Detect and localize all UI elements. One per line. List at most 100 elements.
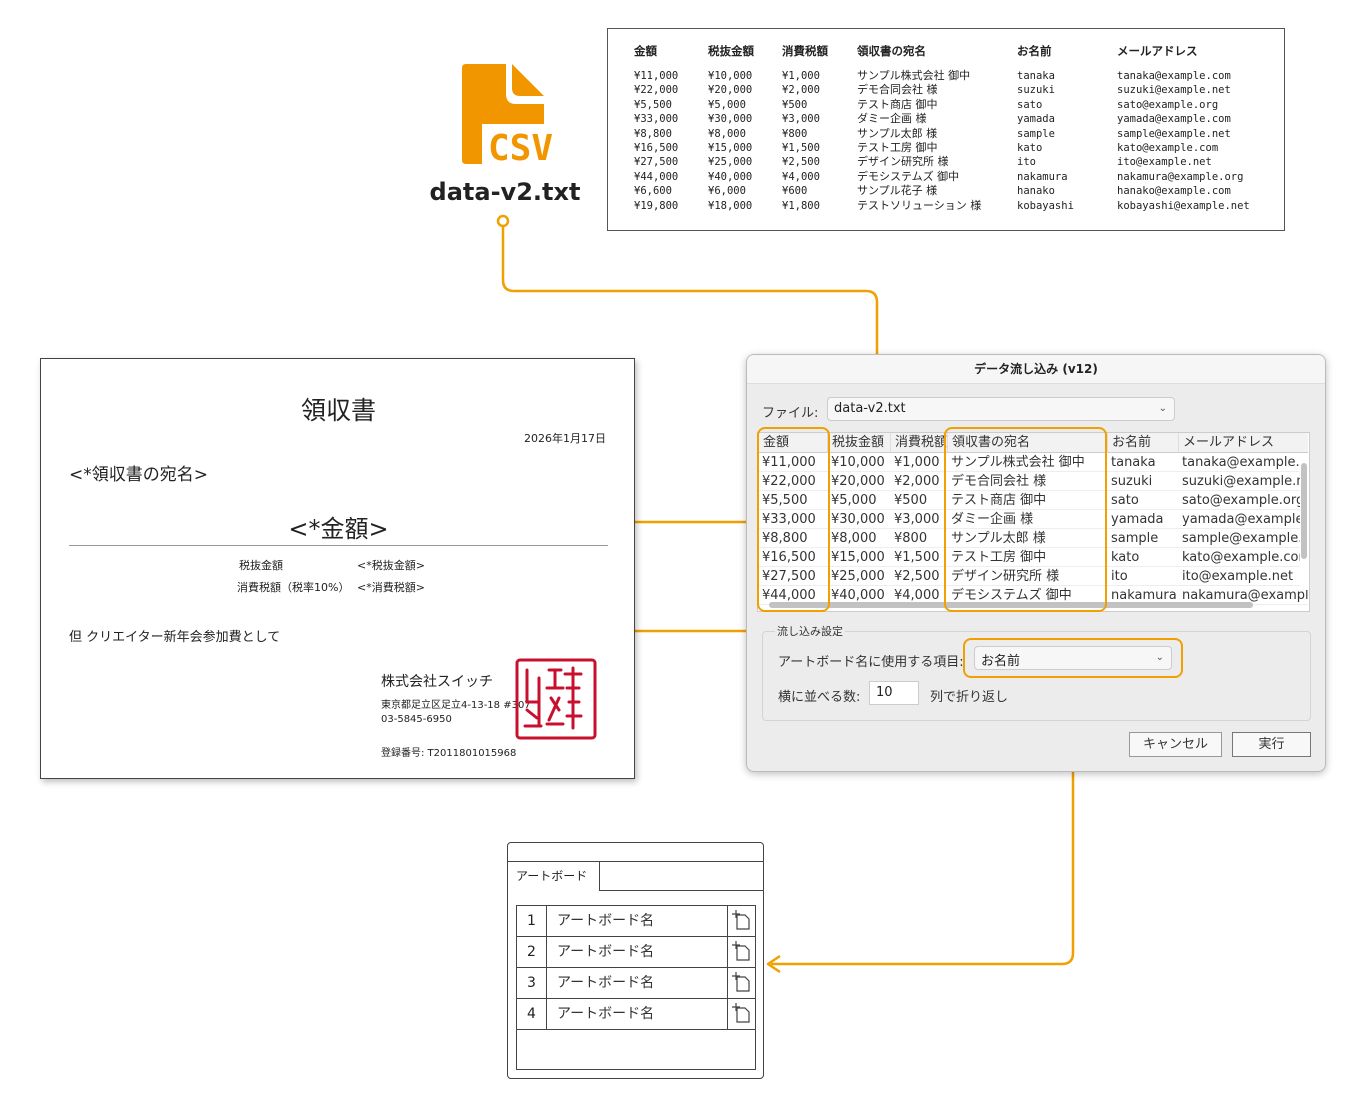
- grid-header-cell[interactable]: 領収書の宛名: [947, 433, 1107, 453]
- grid-header-cell[interactable]: お名前: [1107, 433, 1178, 453]
- csv-cell: kato@example.com: [1117, 142, 1219, 155]
- csv-cell: nakamura: [1017, 170, 1068, 183]
- grid-cell: サンプル株式会社 御中: [947, 453, 1107, 472]
- receipt-title: 領収書: [300, 396, 376, 425]
- grid-cell: sato@example.org: [1178, 491, 1308, 510]
- scrollbar-thumb[interactable]: [1301, 463, 1307, 559]
- csv-cell: ダミー企画 様: [857, 112, 927, 126]
- grid-cell: ¥3,000: [890, 510, 947, 529]
- grid-cell: sample@example.net: [1178, 529, 1308, 548]
- grid-cell: yamada@example.com: [1178, 510, 1308, 529]
- grid-cell: sample: [1107, 529, 1178, 548]
- csv-cell: tanaka: [1017, 70, 1055, 82]
- artboard-name-field-select[interactable]: お名前 ⌄: [974, 646, 1172, 670]
- csv-cell: sample: [1017, 127, 1055, 140]
- data-preview-grid[interactable]: 金額¥11,000¥22,000¥5,500¥33,000¥8,800¥16,5…: [757, 432, 1310, 612]
- csv-cell: sample@example.net: [1117, 127, 1231, 140]
- artboard-field-label: アートボード名に使用する項目:: [778, 655, 964, 670]
- receipt-date: 2026年1月17日: [524, 432, 606, 445]
- scrollbar-thumb[interactable]: [769, 602, 1253, 608]
- cancel-button[interactable]: キャンセル: [1129, 732, 1222, 757]
- csv-cell: ¥44,000: [634, 170, 679, 183]
- csv-cell: ¥4,000: [782, 170, 820, 183]
- csv-cell: テストソリューション 様: [857, 198, 982, 212]
- csv-cell: kobayashi: [1017, 199, 1074, 212]
- grid-cell: ¥16,500: [758, 548, 827, 567]
- file-select[interactable]: data-v2.txt ⌄: [827, 397, 1175, 421]
- artboard-name: アートボード名: [557, 975, 655, 991]
- panel-header-line: [508, 861, 763, 862]
- grid-cell: ¥15,000: [827, 548, 890, 567]
- grid-cell: suzuki: [1107, 472, 1178, 491]
- csv-cell: ¥6,600: [634, 185, 672, 198]
- grid-header-cell[interactable]: 消費税額: [890, 433, 947, 453]
- artboard-name: アートボード名: [557, 1006, 655, 1022]
- receipt-tax-excluded-placeholder: <*税抜金額>: [357, 559, 425, 572]
- grid-cell: テスト工房 御中: [947, 548, 1107, 567]
- file-select-value: data-v2.txt: [834, 401, 906, 416]
- panel-tab-line: [600, 890, 763, 891]
- grid-cell: ¥20,000: [827, 472, 890, 491]
- csv-cell: ¥600: [782, 185, 808, 198]
- artboard-options-icon[interactable]: [727, 968, 755, 998]
- grid-cell: ¥27,500: [758, 567, 827, 586]
- csv-cell: tanaka@example.com: [1117, 70, 1231, 82]
- company-seal-stamp: [515, 658, 597, 740]
- csv-cell: ¥1,000: [782, 70, 820, 82]
- csv-cell: yamada@example.com: [1117, 113, 1231, 126]
- csv-cell: ¥18,000: [708, 199, 753, 212]
- csv-cell: ¥16,500: [634, 142, 679, 155]
- grid-header-cell[interactable]: 金額: [758, 433, 827, 453]
- columns-input[interactable]: 10: [869, 681, 919, 705]
- csv-cell: ¥2,500: [782, 156, 820, 169]
- settings-legend: 流し込み設定: [775, 623, 845, 639]
- csv-cell: ¥15,000: [708, 142, 753, 155]
- grid-cell: ¥33,000: [758, 510, 827, 529]
- grid-header-cell[interactable]: 税抜金額: [827, 433, 890, 453]
- artboard-options-icon[interactable]: [727, 906, 755, 936]
- tab-artboard[interactable]: アートボード: [508, 861, 600, 891]
- grid-cell: サンプル太郎 様: [947, 529, 1107, 548]
- csv-header-cell: 金額: [634, 44, 657, 58]
- columns-suffix: 列で折り返し: [930, 690, 1009, 705]
- run-button[interactable]: 実行: [1232, 732, 1311, 757]
- columns-label: 横に並べる数:: [778, 690, 861, 705]
- artboard-options-icon[interactable]: [727, 937, 755, 967]
- csv-cell: ¥1,800: [782, 199, 820, 212]
- artboard-select-value: お名前: [981, 654, 1021, 669]
- receipt-phone: 03-5845-6950: [381, 714, 452, 725]
- grid-cell: ¥500: [890, 491, 947, 510]
- csv-cell: hanako@example.com: [1117, 185, 1231, 198]
- grid-header-cell[interactable]: メールアドレス: [1178, 433, 1308, 453]
- csv-cell: ¥40,000: [708, 170, 753, 183]
- csv-cell: ¥33,000: [634, 113, 679, 126]
- grid-horizontal-scrollbar[interactable]: [761, 601, 1298, 609]
- grid-cell: ¥10,000: [827, 453, 890, 472]
- csv-cell: ¥22,000: [634, 84, 679, 97]
- csv-cell: kato: [1017, 142, 1043, 155]
- grid-cell: ダミー企画 様: [947, 510, 1107, 529]
- csv-cell: ito@example.net: [1117, 156, 1212, 169]
- grid-cell: kato@example.com: [1178, 548, 1308, 567]
- grid-vertical-scrollbar[interactable]: [1300, 455, 1308, 590]
- csv-cell: yamada: [1017, 113, 1055, 126]
- connector-csv-to-dialog: [501, 226, 879, 392]
- csv-cell: デモ合同会社 様: [857, 83, 938, 97]
- grid-cell: ¥22,000: [758, 472, 827, 491]
- grid-cell: suzuki@example.net: [1178, 472, 1308, 491]
- artboard-options-icon[interactable]: [727, 999, 755, 1029]
- receipt-tax-placeholder: <*消費税額>: [357, 581, 425, 594]
- csv-cell: suzuki@example.net: [1117, 84, 1231, 97]
- grid-column: メールアドレスtanaka@example.comsuzuki@example.…: [1178, 433, 1308, 605]
- csv-cell: suzuki: [1017, 84, 1055, 97]
- arrowhead-artboard: [766, 954, 781, 974]
